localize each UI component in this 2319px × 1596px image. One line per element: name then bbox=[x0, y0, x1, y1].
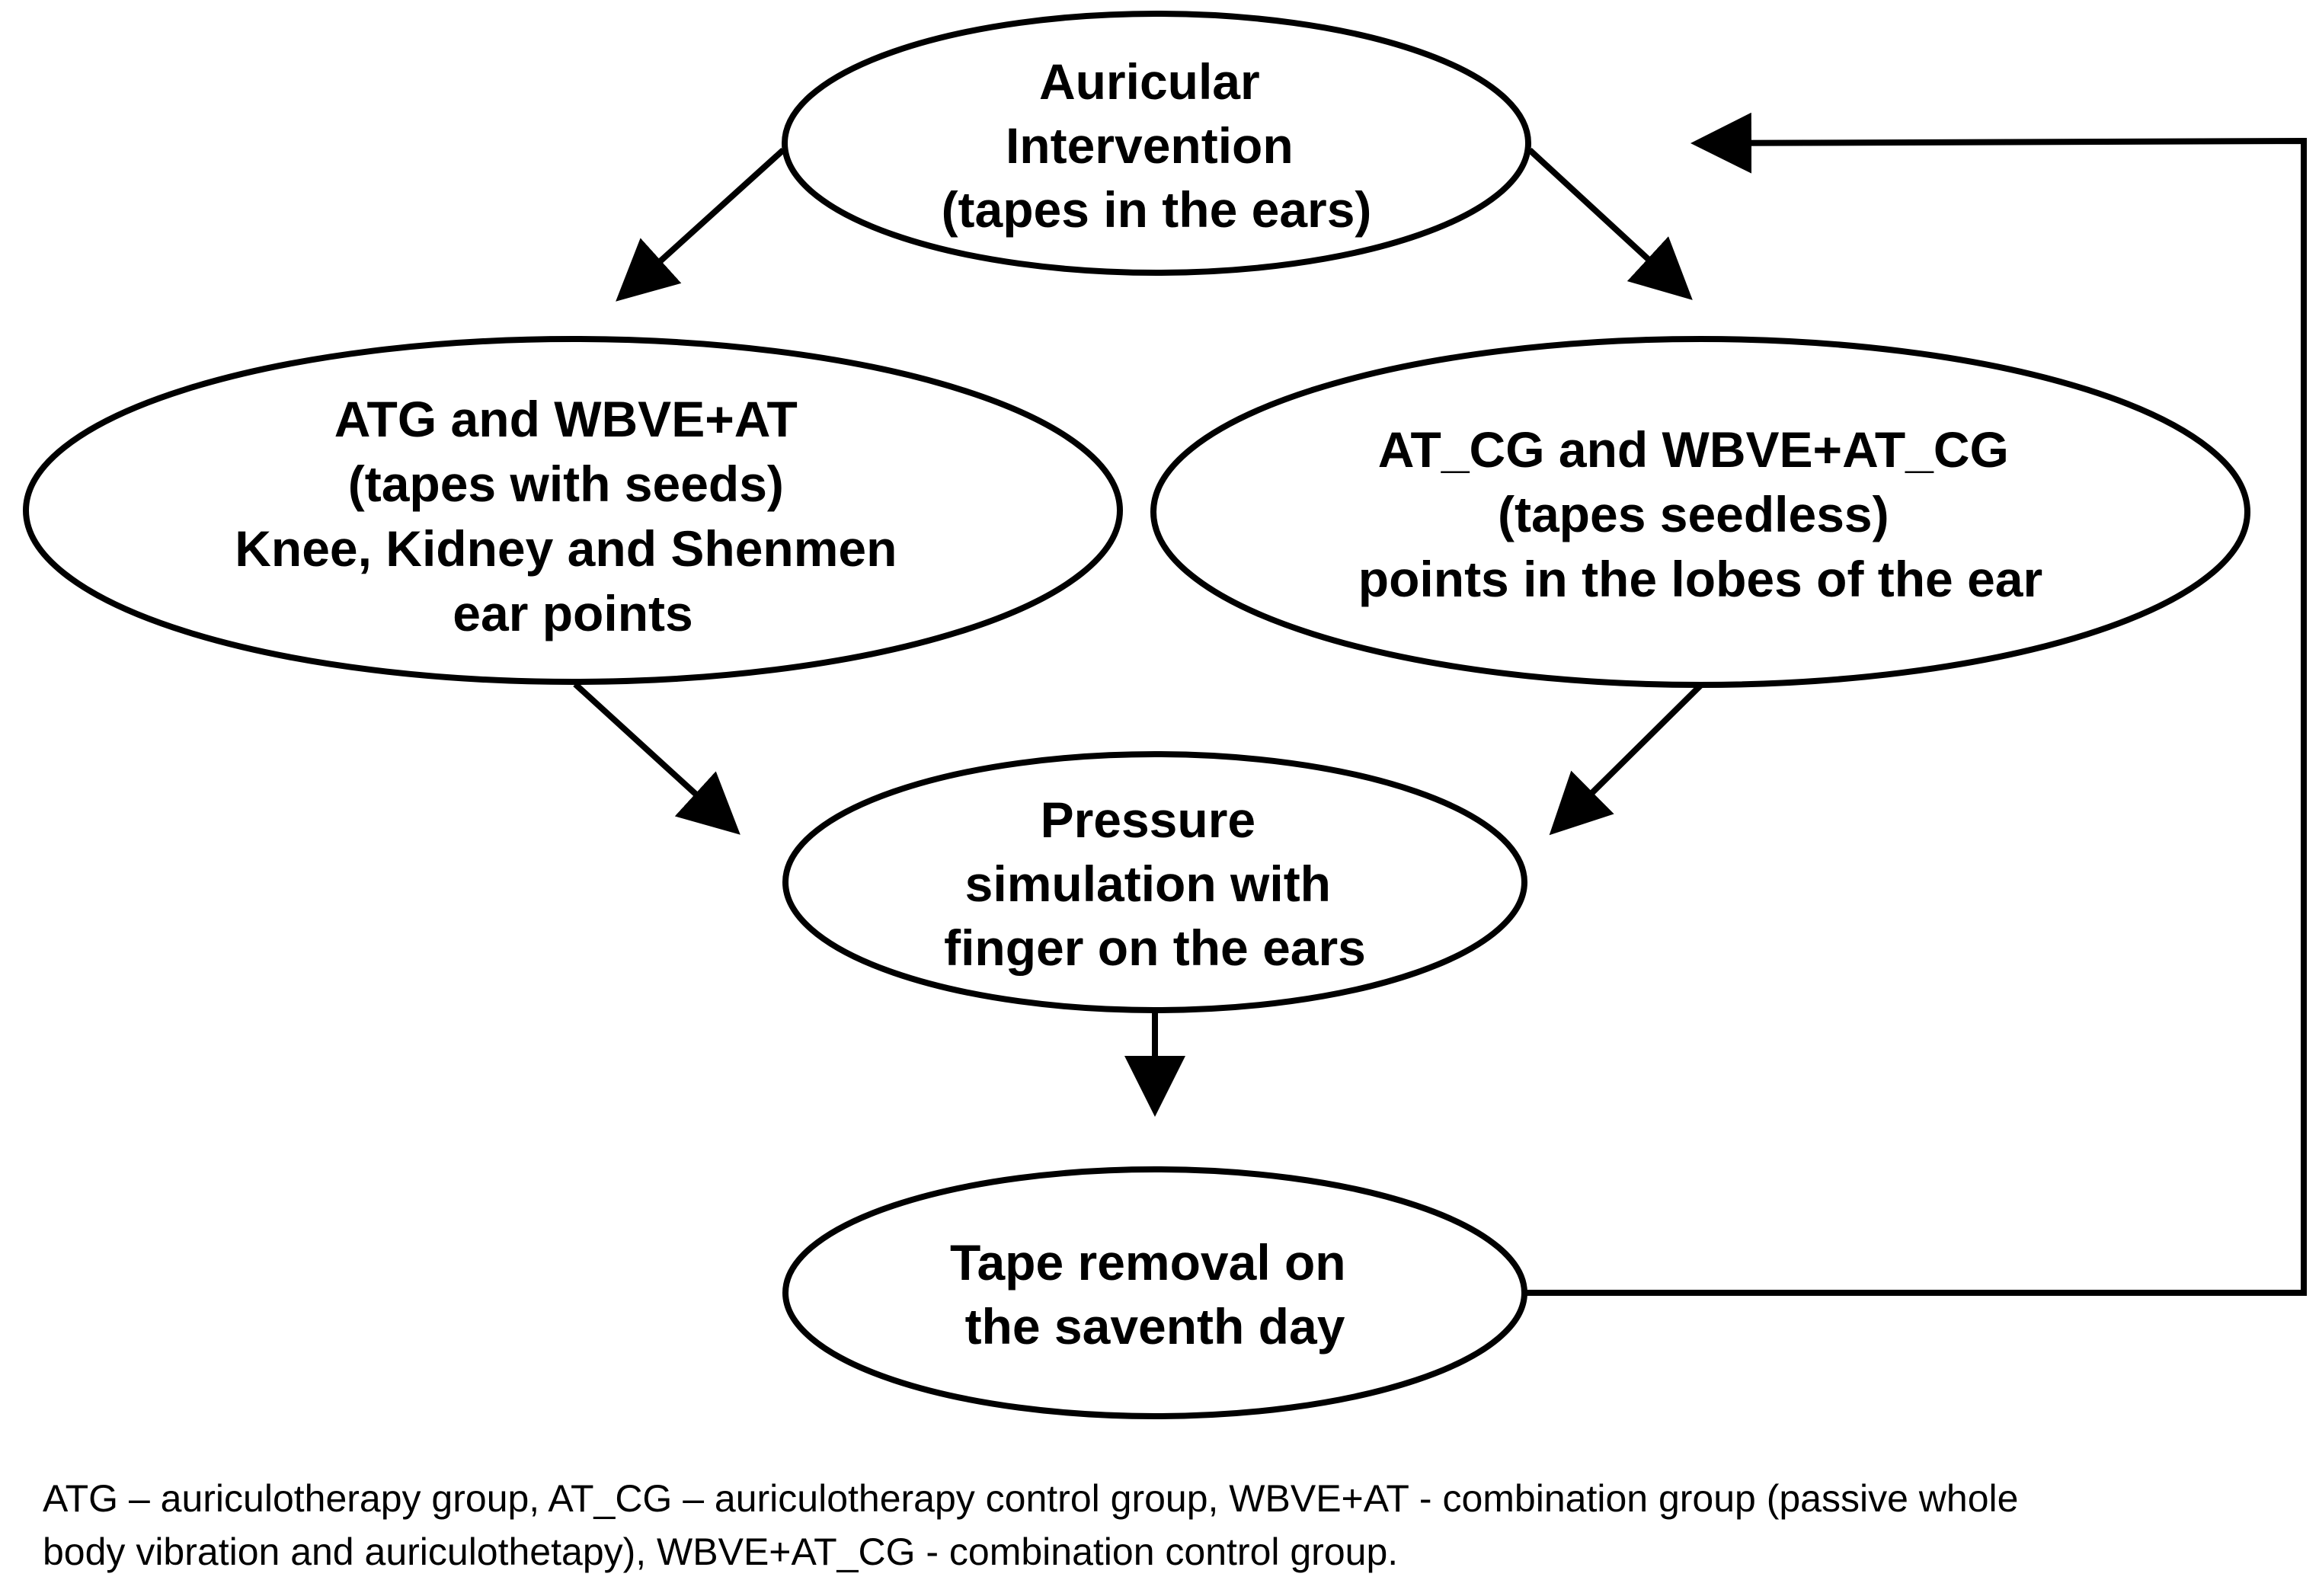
node-auricular-intervention-line-1: Auricular bbox=[1039, 53, 1260, 110]
node-atcg-group: AT_CG and WBVE+AT_CG (tapes seedless) po… bbox=[1150, 336, 2250, 688]
footnote-line-1: ATG – auriculotherapy group, AT_CG – aur… bbox=[43, 1477, 2019, 1520]
node-pressure-simulation-shape bbox=[782, 751, 1527, 1013]
node-atg-group-label: ATG and WBVE+AT (tapes with seeds) Knee,… bbox=[235, 391, 911, 641]
node-atcg-group-line-2: (tapes seedless) bbox=[1498, 486, 1889, 542]
node-pressure-simulation-line-1: Pressure bbox=[1041, 792, 1256, 848]
footnote-line-2: body vibration and auriculothetapy), WBV… bbox=[43, 1530, 1399, 1573]
arrow-removal-feedback-to-intervention bbox=[1526, 112, 2307, 1296]
node-atg-group-line-3: Knee, Kidney and Shenmen bbox=[235, 520, 897, 577]
node-pressure-simulation-label: Pressure simulation with finger on the e… bbox=[944, 792, 1366, 976]
node-auricular-intervention: Auricular Intervention (tapes in the ear… bbox=[782, 11, 1531, 276]
node-atg-group: ATG and WBVE+AT (tapes with seeds) Knee,… bbox=[23, 336, 1123, 685]
node-atcg-group-label: AT_CG and WBVE+AT_CG (tapes seedless) po… bbox=[1358, 421, 2042, 607]
node-tape-removal: Tape removal on the saventh day bbox=[782, 1166, 1527, 1419]
node-pressure-simulation-line-3: finger on the ears bbox=[944, 920, 1366, 976]
node-tape-removal-line-2: the saventh day bbox=[965, 1298, 1345, 1355]
node-atcg-group-line-3: points in the lobes of the ear bbox=[1358, 551, 2042, 607]
arrow-atg-to-pressure bbox=[573, 682, 740, 835]
node-tape-removal-line-1: Tape removal on bbox=[950, 1234, 1346, 1291]
node-auricular-intervention-label: Auricular Intervention (tapes in the ear… bbox=[942, 53, 1372, 238]
node-atg-group-line-4: ear points bbox=[453, 585, 693, 641]
node-auricular-intervention-shape bbox=[782, 11, 1531, 276]
arrow-intervention-to-atcg bbox=[1527, 148, 1693, 300]
node-atcg-group-shape bbox=[1150, 336, 2250, 688]
node-pressure-simulation: Pressure simulation with finger on the e… bbox=[782, 751, 1527, 1013]
node-auricular-intervention-line-3: (tapes in the ears) bbox=[942, 181, 1372, 238]
arrows bbox=[573, 112, 2307, 1296]
arrow-intervention-to-atg bbox=[616, 148, 785, 302]
node-atg-group-line-1: ATG and WBVE+AT bbox=[334, 391, 798, 447]
node-atg-group-line-2: (tapes with seeds) bbox=[348, 456, 784, 512]
node-tape-removal-shape bbox=[782, 1166, 1527, 1419]
arrow-atcg-to-pressure bbox=[1549, 683, 1703, 836]
node-atg-group-shape bbox=[23, 336, 1123, 685]
node-auricular-intervention-line-2: Intervention bbox=[1006, 117, 1294, 174]
node-pressure-simulation-line-2: simulation with bbox=[965, 856, 1331, 912]
node-tape-removal-label: Tape removal on the saventh day bbox=[950, 1234, 1360, 1355]
node-atcg-group-line-1: AT_CG and WBVE+AT_CG bbox=[1378, 421, 2009, 478]
footnote: ATG – auriculotherapy group, AT_CG – aur… bbox=[43, 1472, 2298, 1578]
